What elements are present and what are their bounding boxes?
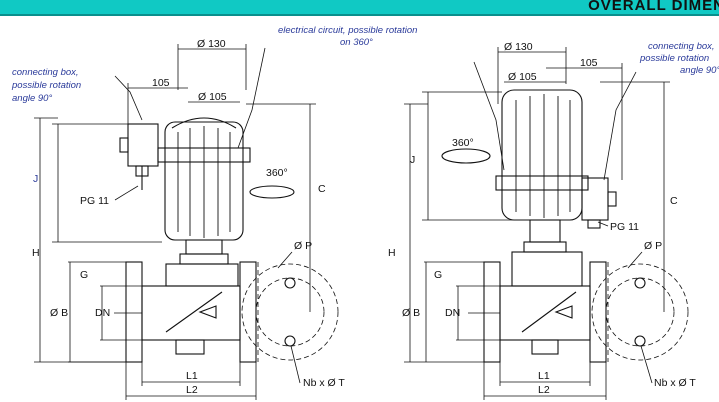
right-valve-body	[499, 285, 591, 341]
right-dim-l1: L1	[538, 370, 550, 382]
left-dim-h: H	[32, 247, 40, 259]
left-dim-j: J	[33, 173, 38, 185]
right-dim-d105: Ø 105	[508, 71, 537, 83]
left-dim-nbt: Nb x Ø T	[303, 377, 345, 389]
left-note-box-line-1: connecting box,	[12, 67, 79, 78]
right-note-box-line-2: possible rotation	[639, 53, 709, 64]
right-connecting-box	[581, 177, 609, 221]
left-view: connecting box, possible rotation angle …	[11, 25, 417, 400]
left-dim-g: G	[80, 269, 88, 281]
right-dim-l2: L2	[538, 384, 550, 396]
left-rot-label: 360°	[266, 167, 288, 179]
left-valve-body	[141, 285, 241, 341]
right-dim-w105: 105	[580, 57, 598, 69]
left-dim-b: Ø B	[50, 307, 68, 319]
title-banner: OVERALL DIMEN	[0, 0, 719, 16]
left-dim-l2: L2	[186, 384, 198, 396]
left-connecting-box	[127, 123, 159, 167]
note-circuit-line-1: electrical circuit, possible rotation	[278, 25, 417, 36]
right-dim-h: H	[388, 247, 396, 259]
right-box-leader	[603, 71, 637, 181]
right-dim-b: Ø B	[402, 307, 420, 319]
left-dim-d130: Ø 130	[197, 38, 226, 50]
banner-title: OVERALL DIMEN	[588, 0, 719, 14]
left-dim-c: C	[318, 183, 326, 195]
right-dim-j: J	[410, 154, 415, 166]
right-dim-p: Ø P	[644, 240, 662, 252]
left-rotation-arrow	[249, 185, 295, 199]
right-flange-outline	[591, 263, 689, 361]
left-dim-w105: 105	[152, 77, 170, 89]
right-dim-g: G	[434, 269, 442, 281]
right-dim-d130: Ø 130	[504, 41, 533, 53]
left-note-box-line-2: possible rotation	[11, 80, 81, 91]
right-dim-dn: DN	[445, 307, 460, 319]
left-note-box-line-3: angle 90°	[12, 93, 52, 104]
left-box-leader	[114, 75, 143, 121]
right-view: connecting box, possible rotation angle …	[388, 41, 719, 400]
right-pg11: PG 11	[610, 221, 639, 233]
right-rot-label: 360°	[452, 137, 474, 149]
right-rotation-arrow	[441, 148, 491, 164]
right-note-box-line-3: angle 90°	[680, 65, 719, 76]
left-dim-dn: DN	[95, 307, 110, 319]
right-dim-c: C	[670, 195, 678, 207]
left-dim-l1: L1	[186, 370, 198, 382]
left-flange-outline	[241, 263, 339, 361]
circuit-leader	[237, 47, 266, 149]
left-dim-d105: Ø 105	[198, 91, 227, 103]
left-dim-p: Ø P	[294, 240, 312, 252]
note-circuit-line-2: on 360°	[340, 37, 373, 48]
right-dim-nbt: Nb x Ø T	[654, 377, 696, 389]
left-pg11: PG 11	[80, 195, 109, 207]
right-note-box-line-1: connecting box,	[648, 41, 715, 52]
